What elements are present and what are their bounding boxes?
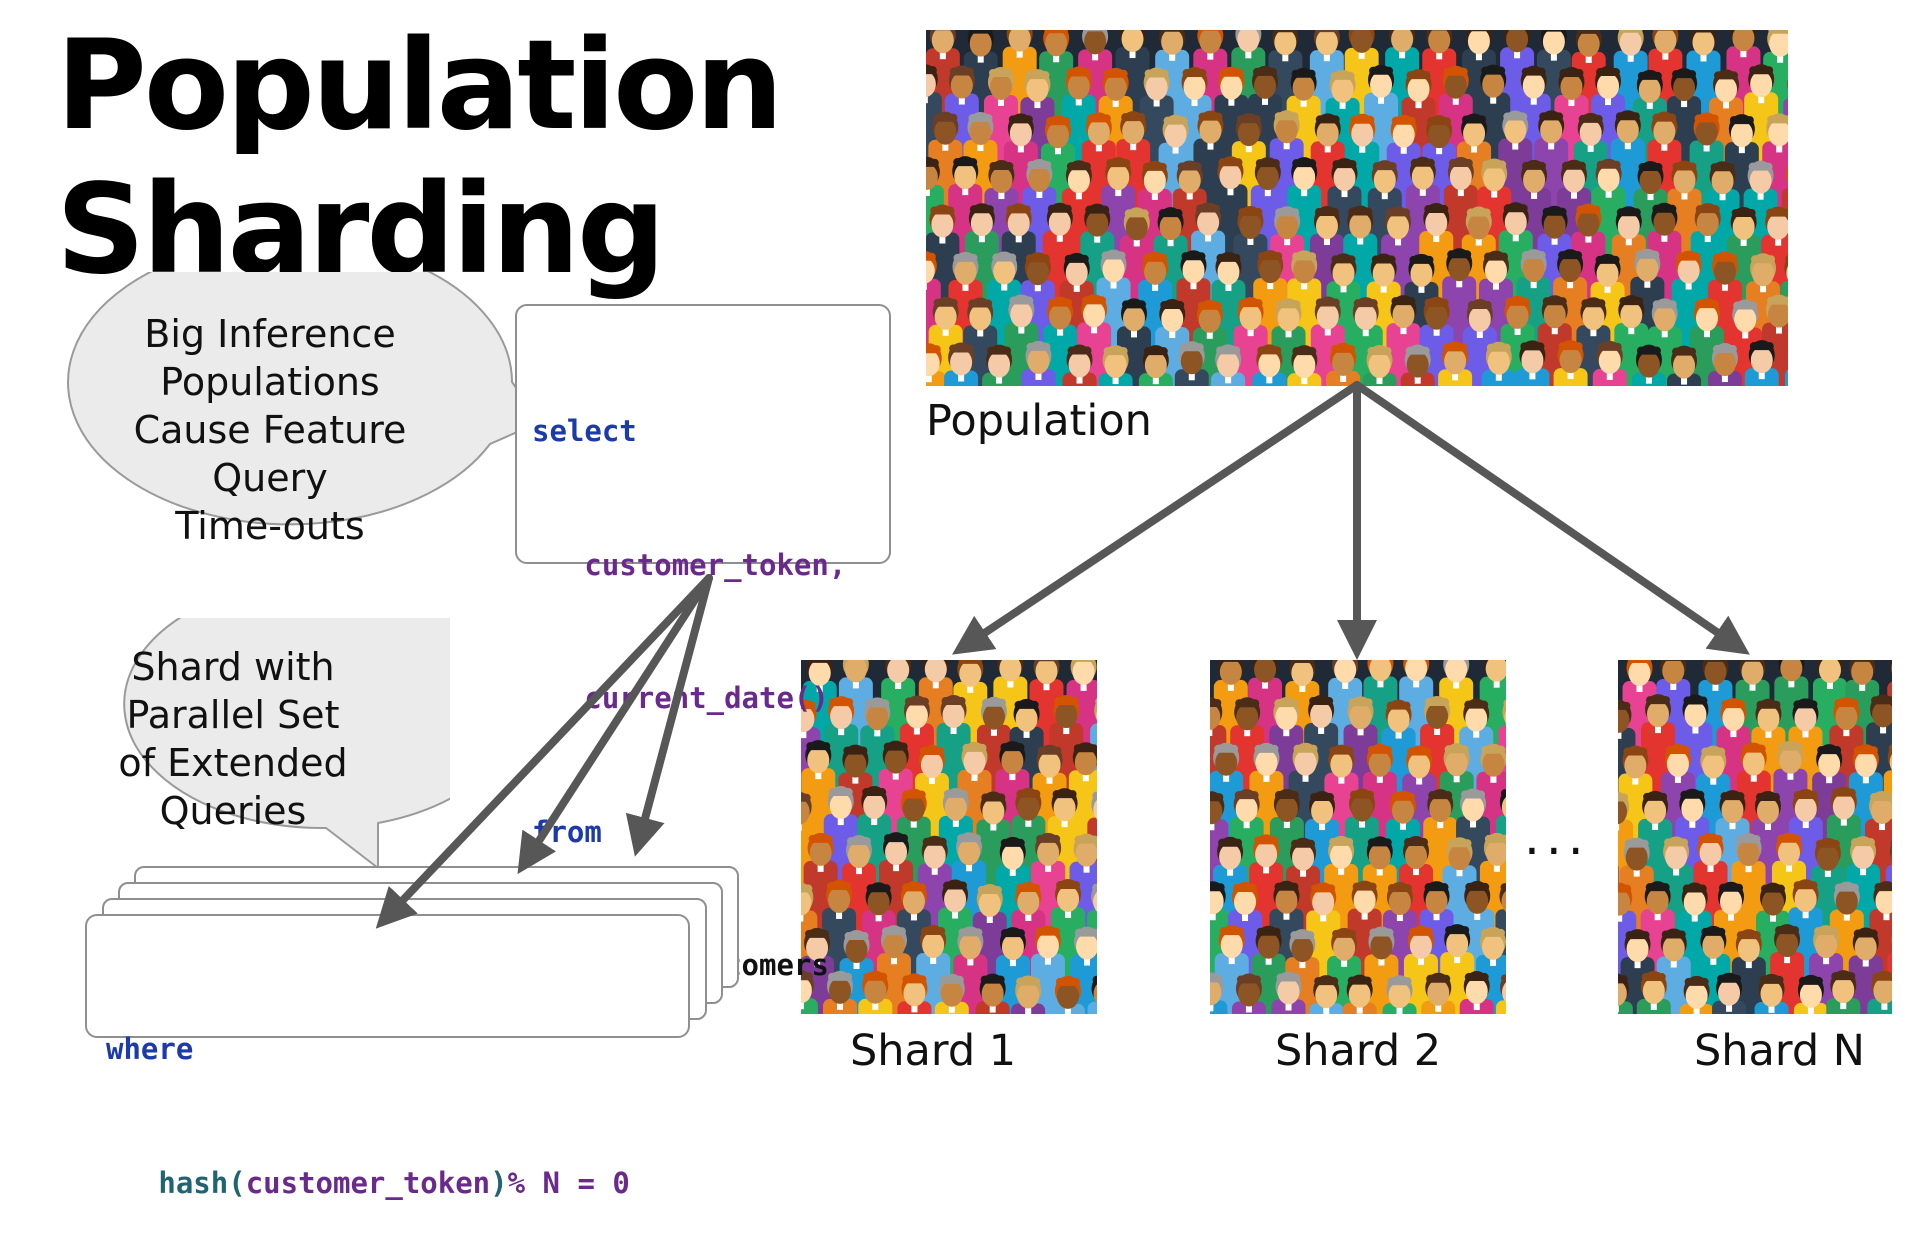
sql-query-box: select customer_token, current_date() fr… <box>515 304 891 564</box>
shard-2-caption: Shard 2 <box>1275 1026 1441 1076</box>
population-caption: Population <box>926 396 1152 446</box>
sql-where-keyword: where <box>106 1032 193 1066</box>
sql-hash-argument: customer_token <box>246 1166 490 1200</box>
shard-query-card: where hash(customer_token)% N = 0 <box>85 914 690 1038</box>
more-shards-ellipsis: ... <box>1524 808 1590 866</box>
shard-n-caption: Shard N <box>1694 1026 1865 1076</box>
sql-hash-function: hash <box>158 1166 228 1200</box>
arrow-population-to-shard-n <box>1357 385 1740 648</box>
sql-modulo-expression: % N = 0 <box>508 1166 630 1200</box>
bubble-shard-text: Shard with Parallel Set of Extended Quer… <box>58 643 408 835</box>
sql-select-keyword: select <box>532 414 637 448</box>
shard-2-crowd-image <box>1210 660 1506 1014</box>
shard-n-crowd-image <box>1618 660 1892 1014</box>
sql-from-keyword: from <box>532 815 602 849</box>
title-line-1: Population <box>56 14 781 158</box>
page-title: Population Sharding <box>56 14 781 302</box>
sql-column-current-date: current_date() <box>584 681 828 715</box>
population-crowd-image <box>926 30 1788 386</box>
shard-1-caption: Shard 1 <box>850 1026 1016 1076</box>
sql-column-customer-token: customer_token, <box>584 548 846 582</box>
bubble-timeouts-text: Big Inference Populations Cause Feature … <box>82 310 458 550</box>
